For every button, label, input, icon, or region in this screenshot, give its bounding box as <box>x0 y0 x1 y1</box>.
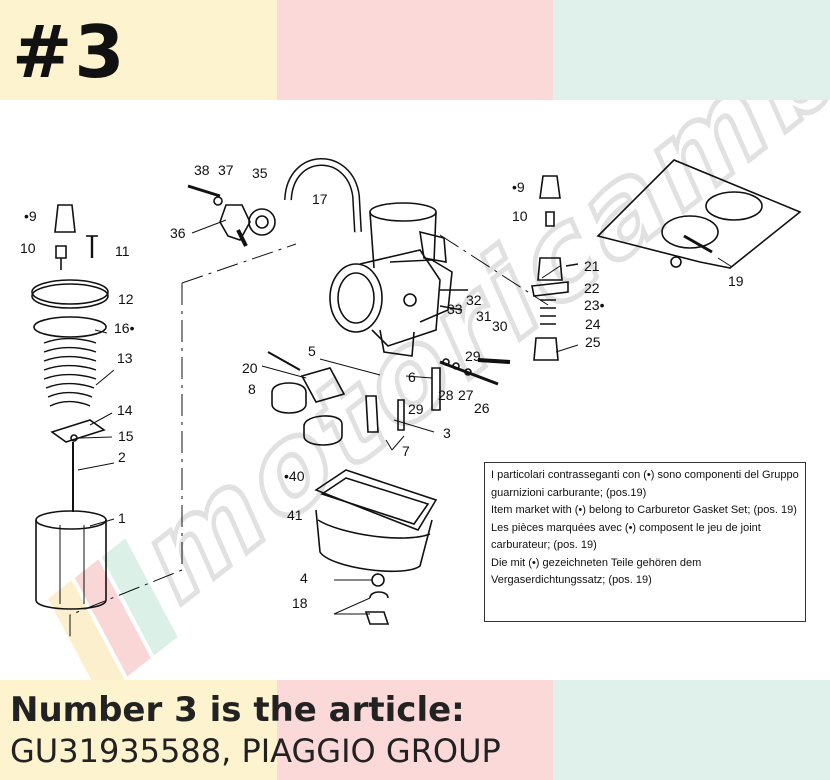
band-yellow <box>0 680 277 780</box>
band-yellow <box>0 0 277 100</box>
part-label: 41 <box>287 507 303 523</box>
part-label: 26 <box>474 400 490 416</box>
item-number: #3 <box>12 10 127 94</box>
note-line: I particolari contrasseganti con (•) son… <box>491 469 799 481</box>
part-label: 4 <box>300 570 308 586</box>
part-label: 35 <box>252 165 268 181</box>
part-label: 23• <box>584 297 605 313</box>
part-label: 5 <box>308 343 316 359</box>
part-label: 38 <box>194 162 210 178</box>
part-label: 10 <box>512 208 528 224</box>
note-line: Item market with (•) belong to Carbureto… <box>491 504 797 516</box>
part-label: 15 <box>118 428 134 444</box>
float-bowl <box>314 469 438 625</box>
part-label: 7 <box>402 443 410 459</box>
band-mint <box>553 0 830 100</box>
float-assembly <box>267 351 511 446</box>
part-label: 37 <box>218 162 234 178</box>
part-label: 25 <box>585 334 601 350</box>
part-label: •9 <box>24 208 37 224</box>
starter-assembly <box>187 184 276 247</box>
leader-lines <box>77 219 733 615</box>
part-label: 6 <box>408 369 416 385</box>
part-label: 28 <box>438 387 454 403</box>
gasket-set-bag <box>596 159 802 269</box>
carburetor-body <box>329 202 468 357</box>
footer-band <box>0 680 830 780</box>
part-label: 33 <box>447 301 463 317</box>
part-label: 14 <box>117 402 133 418</box>
part-label: •9 <box>512 179 525 195</box>
part-label: 36 <box>170 225 186 241</box>
note-line: Die mit (•) gezeichneten Teile gehören d… <box>491 556 702 569</box>
part-label: 29 <box>408 401 424 417</box>
part-label: •40 <box>284 468 305 484</box>
header-band <box>0 0 830 100</box>
article-caption: Number 3 is the article: <box>10 690 465 730</box>
article-number: GU31935588, PIAGGIO GROUP <box>10 732 501 770</box>
part-label: 8 <box>248 381 256 397</box>
part-label: 13 <box>117 350 133 366</box>
slide-assembly <box>31 204 109 610</box>
part-label: 17 <box>312 191 328 207</box>
line-art <box>31 158 802 640</box>
part-label: 21 <box>584 258 600 274</box>
band-pink <box>276 680 554 780</box>
note-line: carburateur; (pos. 19) <box>491 539 597 551</box>
part-label: 11 <box>115 243 130 259</box>
note-line: guarnizioni carburante; (pos.19) <box>491 486 647 499</box>
part-label: 3 <box>443 425 451 441</box>
part-label: 16• <box>114 320 135 336</box>
part-label: 20 <box>242 360 258 376</box>
carburetor-exploded-diagram: motoricambi <box>20 100 830 680</box>
part-label: 30 <box>492 318 508 334</box>
part-label: 29 <box>465 348 481 364</box>
part-label: 24 <box>585 316 601 332</box>
part-label: 2 <box>118 449 126 465</box>
gasket-set-note: I particolari contrasseganti con (•) son… <box>484 462 806 622</box>
needle-jet-assembly <box>531 175 579 361</box>
note-line: Vergaserdichtungssatz; (pos. 19) <box>491 574 652 586</box>
part-label: 32 <box>466 292 482 308</box>
part-label: 10 <box>20 240 36 256</box>
part-label: 18 <box>292 595 308 611</box>
part-label: 12 <box>118 291 134 307</box>
part-label: 1 <box>118 510 126 526</box>
part-label: 31 <box>476 308 492 324</box>
part-label: 27 <box>458 387 474 403</box>
part-labels: •9 10 11 12 16• 13 14 15 2 1 38 37 35 36… <box>20 162 744 611</box>
band-pink <box>276 0 554 100</box>
band-mint <box>553 680 830 780</box>
part-label: 22 <box>584 280 600 296</box>
note-line: Les pièces marquées avec (•) composent l… <box>491 521 761 534</box>
part-label: 19 <box>728 273 744 289</box>
